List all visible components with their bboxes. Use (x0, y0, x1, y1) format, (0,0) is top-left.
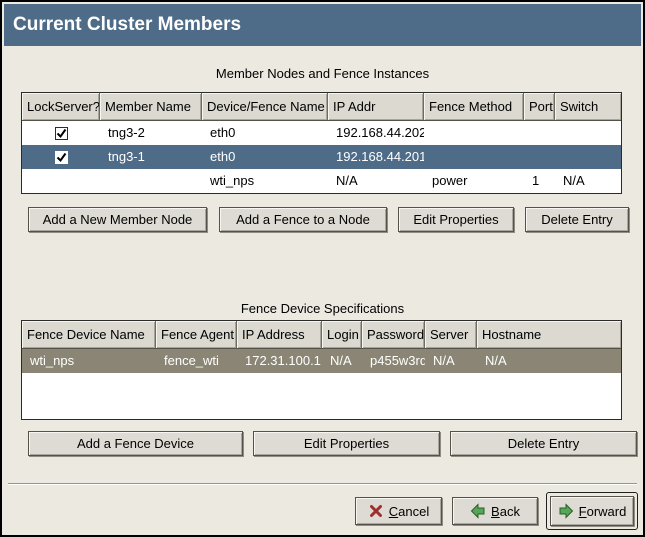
column-header-member-name[interactable]: Member Name (100, 93, 202, 120)
member-name-cell: tng3-1 (100, 145, 202, 169)
port-cell: 1 (524, 169, 555, 193)
server-cell: N/A (425, 349, 477, 373)
column-header-lockserver[interactable]: LockServer? (22, 93, 100, 120)
table-row[interactable]: wti_nps N/A power 1 N/A (22, 169, 621, 193)
ip-address-cell: 172.31.100.1 (237, 349, 322, 373)
fence-method-cell (424, 145, 524, 169)
port-cell (524, 145, 555, 169)
fence-method-cell: power (424, 169, 524, 193)
cancel-button[interactable]: Cancel (355, 497, 442, 525)
forward-default-ring: Forward (546, 492, 638, 530)
forward-label: Forward (579, 504, 627, 519)
checkmark-icon (56, 152, 67, 163)
table-row[interactable]: tng3-2 eth0 192.168.44.202 (22, 121, 621, 145)
fence-table-header: Fence Device Name Fence Agent IP Address… (22, 321, 621, 349)
device-fence-name-cell: eth0 (202, 145, 328, 169)
fence-device-table: Fence Device Name Fence Agent IP Address… (21, 320, 622, 420)
forward-arrow-icon (558, 503, 574, 519)
column-header-ip-addr[interactable]: IP Addr (328, 93, 424, 120)
device-fence-name-cell: wti_nps (202, 169, 328, 193)
cancel-x-icon (368, 503, 384, 519)
lockserver-cell (22, 121, 100, 145)
lockserver-cell (22, 169, 100, 193)
forward-button[interactable]: Forward (550, 496, 634, 526)
fence-method-cell (424, 121, 524, 145)
back-button[interactable]: Back (452, 497, 538, 525)
member-nodes-table: LockServer? Member Name Device/Fence Nam… (21, 92, 622, 194)
add-fence-device-button[interactable]: Add a Fence Device (28, 431, 243, 456)
member-delete-entry-button[interactable]: Delete Entry (525, 207, 629, 232)
switch-cell (555, 121, 621, 145)
column-header-fence-device-name[interactable]: Fence Device Name (22, 321, 156, 348)
member-table-header: LockServer? Member Name Device/Fence Nam… (22, 93, 621, 121)
login-cell: N/A (322, 349, 362, 373)
column-header-fence-method[interactable]: Fence Method (424, 93, 524, 120)
column-header-hostname[interactable]: Hostname (477, 321, 621, 348)
password-cell: p455w3rd (362, 349, 425, 373)
column-header-port[interactable]: Port (524, 93, 555, 120)
lockserver-checkbox[interactable] (55, 127, 68, 140)
lockserver-checkbox[interactable] (55, 151, 68, 164)
footer-separator (8, 483, 637, 485)
hostname-cell: N/A (477, 349, 621, 373)
fence-edit-properties-button[interactable]: Edit Properties (253, 431, 440, 456)
page-title: Current Cluster Members (4, 4, 641, 46)
port-cell (524, 121, 555, 145)
fence-device-name-cell: wti_nps (22, 349, 156, 373)
add-new-member-node-button[interactable]: Add a New Member Node (28, 207, 207, 232)
column-header-password[interactable]: Password (362, 321, 425, 348)
table-row-selected[interactable]: tng3-1 eth0 192.168.44.201 (22, 145, 621, 169)
column-header-switch[interactable]: Switch (555, 93, 621, 120)
column-header-server[interactable]: Server (425, 321, 477, 348)
switch-cell: N/A (555, 169, 621, 193)
member-table-caption: Member Nodes and Fence Instances (2, 66, 643, 81)
fence-table-caption: Fence Device Specifications (2, 301, 643, 316)
fence-delete-entry-button[interactable]: Delete Entry (450, 431, 637, 456)
column-header-login[interactable]: Login (322, 321, 362, 348)
add-fence-to-node-button[interactable]: Add a Fence to a Node (219, 207, 387, 232)
switch-cell (555, 145, 621, 169)
member-edit-properties-button[interactable]: Edit Properties (398, 207, 514, 232)
lockserver-cell (22, 145, 100, 169)
ip-addr-cell: 192.168.44.202 (328, 121, 424, 145)
column-header-device-fence-name[interactable]: Device/Fence Name (202, 93, 328, 120)
ip-addr-cell: 192.168.44.201 (328, 145, 424, 169)
column-header-ip-address[interactable]: IP Address (237, 321, 322, 348)
device-fence-name-cell: eth0 (202, 121, 328, 145)
checkmark-icon (56, 128, 67, 139)
fence-agent-cell: fence_wti (156, 349, 237, 373)
table-row-selected[interactable]: wti_nps fence_wti 172.31.100.1 N/A p455w… (22, 349, 621, 373)
cancel-label: Cancel (389, 504, 429, 519)
ip-addr-cell: N/A (328, 169, 424, 193)
column-header-fence-agent[interactable]: Fence Agent (156, 321, 237, 348)
back-label: Back (491, 504, 520, 519)
member-name-cell: tng3-2 (100, 121, 202, 145)
member-name-cell (100, 169, 202, 193)
back-arrow-icon (470, 503, 486, 519)
